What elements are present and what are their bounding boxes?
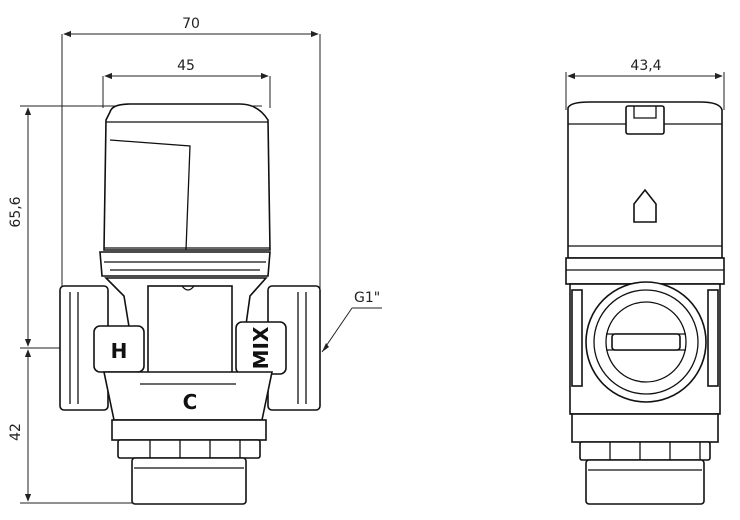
port-label-cold: C: [183, 390, 198, 414]
dim-overall-width: 70: [61, 16, 321, 300]
thread-label: G1": [354, 290, 380, 306]
dim-label-42: 42: [8, 423, 24, 441]
dim-label-65-6: 65,6: [8, 196, 24, 227]
dim-label-43-4: 43,4: [630, 58, 661, 74]
hot-port: [59, 285, 145, 411]
valve-neck: [104, 277, 268, 383]
side-view: 43,4: [565, 58, 725, 505]
side-body: [569, 281, 721, 415]
port-label-mix: MIX: [249, 326, 273, 369]
front-view: 70 45 65,6 42 G1": [8, 16, 382, 505]
side-cap: [567, 101, 723, 259]
side-collar: [565, 257, 725, 285]
dim-label-70: 70: [182, 16, 200, 32]
valve-body-lower: [103, 371, 273, 505]
dim-side-width: 43,4: [565, 58, 725, 110]
dim-lower-height: 42: [8, 349, 132, 504]
thermostat-cap: [99, 103, 271, 277]
port-label-hot: H: [111, 339, 128, 363]
mix-port: [235, 285, 321, 411]
side-lower-fitting: [571, 413, 719, 505]
thread-callout: G1": [321, 290, 382, 353]
dim-cap-width: 45: [102, 58, 271, 108]
dim-label-45: 45: [177, 58, 195, 74]
